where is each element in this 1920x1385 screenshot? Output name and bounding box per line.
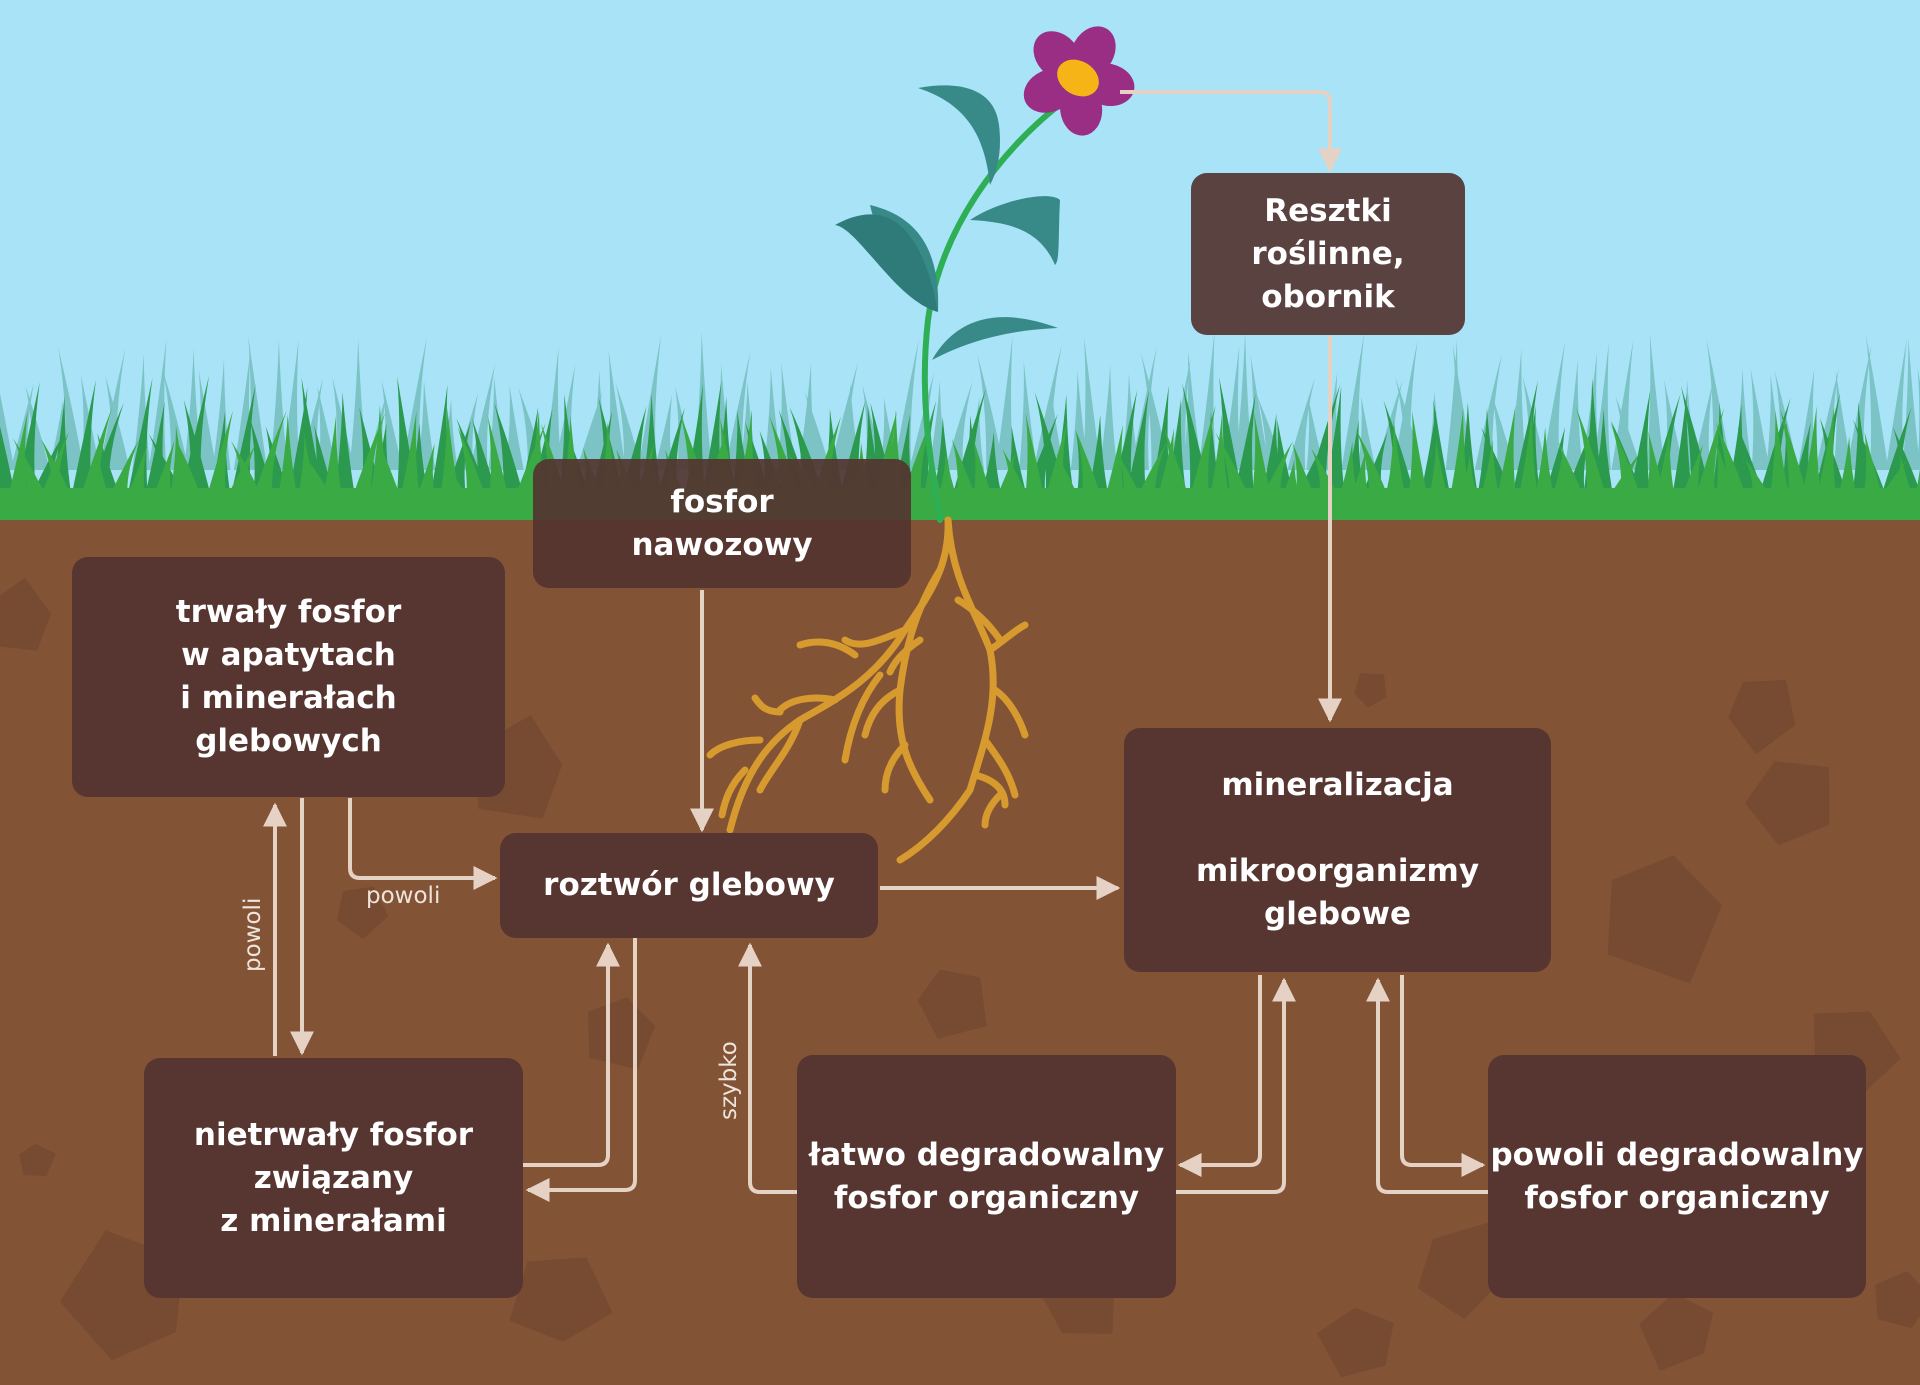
box-plant-residues-line-2: roślinne, (1251, 235, 1405, 272)
soil-stone (1607, 855, 1722, 984)
label-easily-to-solution: szybko (716, 1041, 742, 1120)
label-stable-labile: powoli (240, 897, 266, 972)
box-easily-line-2: fosfor organiczny (833, 1179, 1140, 1216)
box-soil-solution-label: roztwór glebowy (543, 867, 835, 903)
box-plant-residues-line-1: Resztki (1264, 192, 1392, 229)
soil-stone (0, 577, 51, 651)
soil-stone (19, 1143, 57, 1177)
box-slowly-degradable: powoli degradowalny fosfor organiczny (1488, 1055, 1866, 1298)
label-stable-to-solution: powoli (366, 883, 441, 909)
box-labile-line-1: nietrwały fosfor (193, 1116, 474, 1153)
box-labile-line-2: związany (253, 1159, 414, 1196)
box-easily-degradable: łatwo degradowalny fosfor organiczny (797, 1055, 1176, 1298)
box-slowly-line-2: fosfor organiczny (1524, 1179, 1830, 1216)
flower-icon (835, 26, 1135, 523)
soil-stone (1875, 1271, 1920, 1329)
grass-back (0, 330, 1920, 470)
arrow-mineralization-to-slowly (1400, 975, 1486, 1177)
arrow-stable-to-solution (348, 798, 498, 890)
soil-stone (588, 997, 656, 1070)
arrow-slowly-to-mineralization (1366, 977, 1488, 1194)
box-stable-line-1: trwały fosfor (175, 594, 402, 630)
arrow-flower-to-residues (1120, 90, 1342, 173)
box-stable-line-4: glebowych (195, 723, 382, 759)
soil-stone (509, 1257, 613, 1342)
soil-stone (917, 969, 987, 1039)
box-fertilizer-line-1: fosfor (670, 483, 774, 520)
box-mineralization-title: mineralizacja (1221, 767, 1454, 803)
arrow-mineralization-to-easily (1177, 975, 1262, 1177)
arrow-solution-to-labile (525, 938, 637, 1202)
box-soil-solution: roztwór glebowy (500, 833, 878, 938)
box-labile-line-3: z minerałami (220, 1202, 447, 1239)
box-fertilizer-line-2: nawozowy (631, 526, 813, 563)
roots-icon (706, 516, 1029, 864)
box-mineralization-line-2: glebowe (1264, 896, 1411, 932)
soil-stone (1639, 1293, 1713, 1371)
soil-stone (1728, 680, 1796, 755)
box-mineralization: mineralizacja mikroorganizmy glebowe (1124, 728, 1551, 972)
box-plant-residues-line-3: obornik (1261, 278, 1395, 315)
box-fertilizer-phosphorus: fosfor nawozowy (533, 459, 911, 588)
box-mineralization-line-1: mikroorganizmy (1195, 853, 1480, 889)
soil-stone (1354, 673, 1387, 708)
box-slowly-line-1: powoli degradowalny (1490, 1136, 1864, 1173)
soil-stone (1417, 1222, 1503, 1320)
soil-stone (1316, 1307, 1394, 1378)
arrow-easily-to-mineralization (1176, 977, 1296, 1194)
box-stable-line-2: w apatytach (181, 637, 396, 673)
soil-stone (336, 886, 389, 940)
box-easily-line-1: łatwo degradowalny (808, 1136, 1165, 1173)
box-stable-line-3: i minerałach (180, 680, 397, 716)
box-plant-residues: Resztki roślinne, obornik (1191, 173, 1465, 335)
box-stable-phosphorus: trwały fosfor w apatytach i minerałach g… (72, 557, 505, 797)
arrow-easily-to-solution (738, 942, 797, 1194)
box-labile-phosphorus: nietrwały fosfor związany z minerałami (144, 1058, 523, 1298)
soil-stone (1745, 761, 1830, 846)
arrow-labile-to-solution (522, 942, 620, 1167)
